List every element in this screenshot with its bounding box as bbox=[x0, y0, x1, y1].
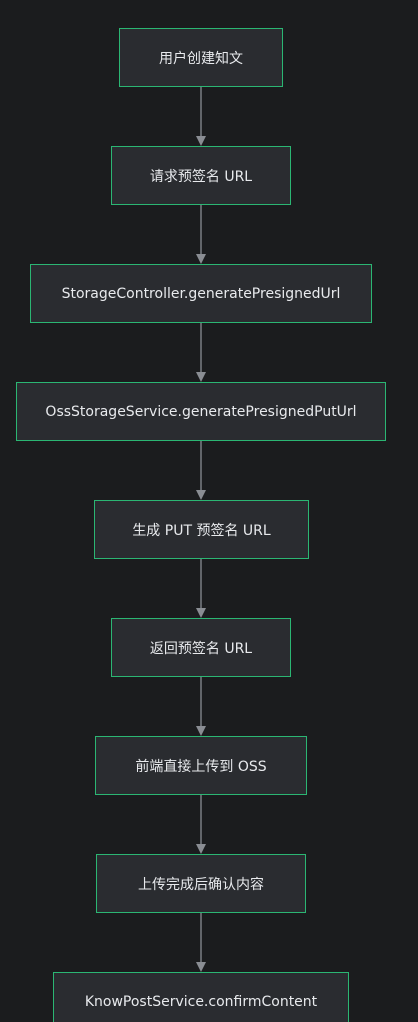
node-oss-storage-service-label: OssStorageService.generatePresignedPutUr… bbox=[45, 403, 357, 420]
node-storage-controller-label: StorageController.generatePresignedUrl bbox=[61, 285, 341, 302]
node-return-presigned-url[interactable]: 返回预签名 URL bbox=[111, 618, 291, 677]
node-confirm-content-label: KnowPostService.confirmContent bbox=[84, 993, 318, 1010]
node-return-presigned-url-label: 返回预签名 URL bbox=[149, 640, 253, 657]
node-create-post[interactable]: 用户创建知文 bbox=[119, 28, 283, 87]
node-oss-storage-service[interactable]: OssStorageService.generatePresignedPutUr… bbox=[16, 382, 386, 441]
node-request-presigned-url-label: 请求预签名 URL bbox=[149, 168, 253, 185]
node-confirm-after-upload[interactable]: 上传完成后确认内容 bbox=[96, 854, 306, 913]
node-storage-controller[interactable]: StorageController.generatePresignedUrl bbox=[30, 264, 372, 323]
node-confirm-content[interactable]: KnowPostService.confirmContent bbox=[53, 972, 349, 1022]
node-confirm-after-upload-label: 上传完成后确认内容 bbox=[138, 876, 264, 893]
node-request-presigned-url[interactable]: 请求预签名 URL bbox=[111, 146, 291, 205]
node-generate-put-url-label: 生成 PUT 预签名 URL bbox=[132, 522, 271, 539]
node-generate-put-url[interactable]: 生成 PUT 预签名 URL bbox=[94, 500, 309, 559]
node-create-post-label: 用户创建知文 bbox=[159, 50, 243, 67]
node-frontend-upload-oss-label: 前端直接上传到 OSS bbox=[135, 758, 267, 775]
node-frontend-upload-oss[interactable]: 前端直接上传到 OSS bbox=[95, 736, 307, 795]
